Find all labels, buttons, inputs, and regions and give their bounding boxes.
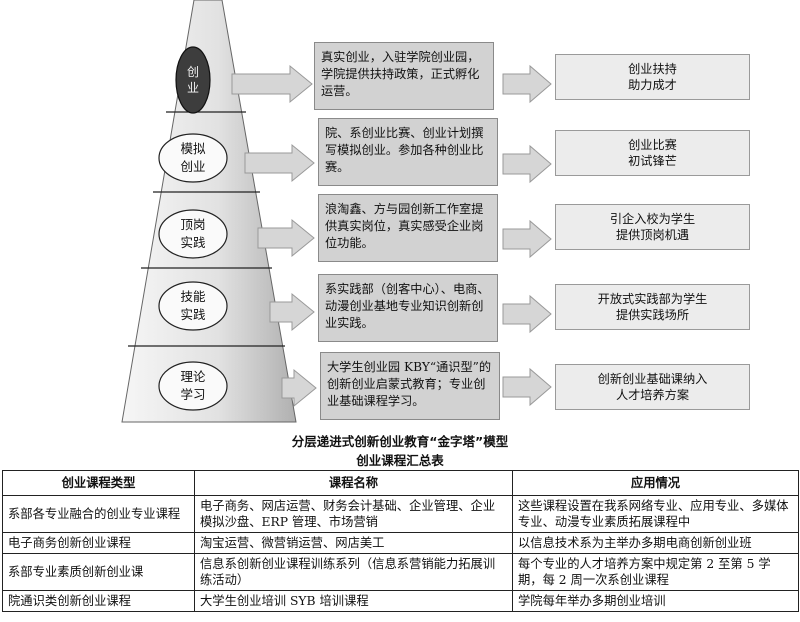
table-cell: 电子商务、网店运营、财务会计基础、企业管理、企业模拟沙盘、ERP 管理、市场营销: [194, 495, 513, 533]
level-label-line: 理论: [180, 369, 206, 384]
level-label-line: 实践: [180, 235, 206, 250]
level-ellipse-top: [175, 46, 211, 114]
level-label: 模拟 创业: [153, 140, 233, 176]
table-row: 院通识类创新创业课程 大学生创业培训 SYB 培训课程 学院每年举办多期创业培训: [2, 590, 799, 612]
arrow-shape: [502, 144, 552, 184]
level-result-box: 创业扶持 助力成才: [555, 54, 750, 100]
level-label-line: 顶岗: [180, 217, 206, 232]
arrow-shape: [502, 294, 552, 334]
arrow-shape: [231, 64, 313, 104]
level-description-box: 系实践部（创客中心）、电商、动漫创业基地专业知识创新创业实践。: [318, 274, 498, 342]
table-cell: 这些课程设置在我系网络专业、应用专业、多媒体专业、动漫专业素质拓展课程中: [512, 495, 799, 533]
level-label: 顶岗 实践: [153, 216, 233, 252]
pyramid-diagram: [121, 0, 552, 423]
table-cell: 淘宝运营、微营销运营、网店美工: [194, 532, 513, 554]
table-caption: 创业课程汇总表: [356, 453, 444, 468]
table-cell: 电子商务创新创业课程: [2, 532, 195, 554]
arrow-shape: [502, 64, 552, 104]
figure-caption: 分层递进式创新创业教育“金字塔”模型: [291, 434, 509, 449]
table-row: 系部专业素质创新创业课 信息系创新创业课程训练系列（信息系营销能力拓展训练活动）…: [2, 553, 799, 591]
table-cell: 以信息技术系为主举办多期电商创新创业班: [512, 532, 799, 554]
level-description-box: 真实创业，入驻学院创业园，学院提供扶持政策，正式孵化运营。: [314, 42, 494, 110]
level-result-box: 开放式实践部为学生 提供实践场所: [555, 284, 750, 330]
level-label-top: 创 业: [153, 64, 233, 96]
arrow-shape: [244, 143, 315, 183]
table-cell: 信息系创新创业课程训练系列（信息系营销能力拓展训练活动）: [194, 553, 513, 591]
arrow-shape: [502, 219, 552, 259]
table-cell: 每个专业的人才培养方案中规定第 2 至第 5 学期，每 2 周一次系创业课程: [512, 553, 799, 591]
level-ellipse: [158, 133, 228, 183]
table-cell: 学院每年举办多期创业培训: [512, 590, 799, 612]
table-cell: 系部各专业融合的创业专业课程: [2, 495, 195, 533]
level-description-box: 大学生创业园 KBY“通识型”的创新创业启蒙式教育；专业创业基础课程学习。: [320, 352, 500, 420]
level-label-line: 学习: [180, 387, 206, 402]
level-result-box: 创新创业基础课纳入 人才培养方案: [555, 364, 750, 410]
level-result-box: 引企入校为学生 提供顶岗机遇: [555, 204, 750, 250]
arrow-shape: [257, 218, 315, 258]
level-description-box: 浪淘鑫、方与园创新工作室提供真实岗位，真实感受企业岗位功能。: [318, 194, 498, 262]
table-row: 系部各专业融合的创业专业课程 电子商务、网店运营、财务会计基础、企业管理、企业模…: [2, 495, 799, 533]
level-label-line: 业: [186, 81, 199, 95]
arrow-shape: [269, 292, 315, 332]
table-header-cell: 创业课程类型: [2, 470, 195, 496]
level-ellipse: [158, 281, 228, 331]
level-label-line: 技能: [180, 289, 206, 304]
arrow-shape: [281, 368, 317, 408]
level-label-line: 创业: [180, 159, 206, 174]
level-label-line: 创: [186, 65, 199, 79]
table-cell: 系部专业素质创新创业课: [2, 553, 195, 591]
level-result-box: 创业比赛 初试锋芒: [555, 130, 750, 176]
level-label-line: 模拟: [180, 141, 206, 156]
table-cell: 院通识类创新创业课程: [2, 590, 195, 612]
table-header-cell: 课程名称: [194, 470, 513, 496]
level-ellipse: [158, 361, 228, 411]
level-description-box: 院、系创业比赛、创业计划撰写模拟创业。参加各种创业比赛。: [318, 118, 498, 186]
level-ellipse: [158, 209, 228, 259]
level-label-line: 实践: [180, 307, 206, 322]
table-header-row: 创业课程类型 课程名称 应用情况: [2, 470, 799, 496]
table-row: 电子商务创新创业课程 淘宝运营、微营销运营、网店美工 以信息技术系为主举办多期电…: [2, 532, 799, 554]
level-label: 技能 实践: [153, 288, 233, 324]
course-summary-table: 创业课程类型 课程名称 应用情况 系部各专业融合的创业专业课程 电子商务、网店运…: [2, 470, 799, 612]
table-cell: 大学生创业培训 SYB 培训课程: [194, 590, 513, 612]
arrow-shape: [502, 367, 552, 407]
level-label: 理论 学习: [153, 368, 233, 404]
table-header-cell: 应用情况: [512, 470, 799, 496]
